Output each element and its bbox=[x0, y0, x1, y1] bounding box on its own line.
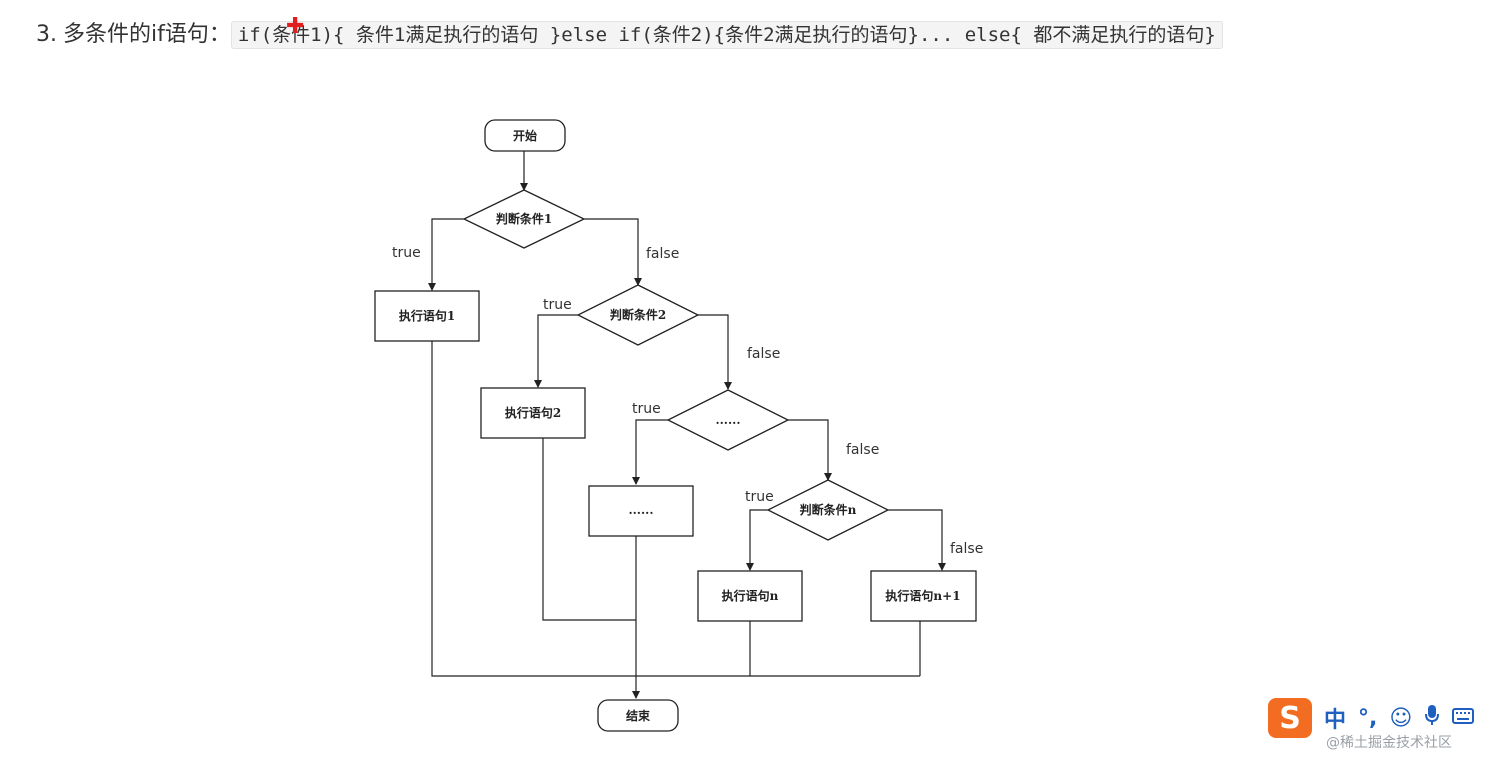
start-label: 开始 bbox=[513, 128, 537, 143]
start-node bbox=[484, 119, 566, 152]
edge-condn-true bbox=[746, 509, 768, 571]
edge-stmt1-merge bbox=[431, 341, 920, 677]
end-label: 结束 bbox=[626, 708, 651, 723]
keyboard-icon[interactable] bbox=[1452, 706, 1475, 731]
stmt2-label: 执行语句2 bbox=[505, 405, 561, 420]
ime-punct-toggle[interactable]: °, bbox=[1358, 705, 1378, 731]
stmt3-label: ...... bbox=[628, 503, 653, 517]
heading-number: 3. bbox=[36, 22, 57, 47]
cond3-node bbox=[666, 389, 790, 451]
edge-cond2-true bbox=[534, 314, 578, 388]
heading-text: 多条件的if语句： bbox=[63, 22, 231, 47]
ime-mode-toggle[interactable]: 中 bbox=[1324, 708, 1347, 733]
condn-false-label: false bbox=[950, 541, 983, 557]
ime-toolbar: S 中 °, ☺ bbox=[1268, 696, 1494, 740]
edge-condn-false bbox=[888, 509, 946, 571]
condn-true-label: true bbox=[745, 489, 774, 505]
cond2-node bbox=[576, 284, 700, 346]
smiley-icon[interactable]: ☺ bbox=[1389, 705, 1413, 731]
edge-cond2-false bbox=[698, 314, 732, 390]
edge-cond1-true bbox=[428, 218, 464, 291]
stmtn-label: 执行语句n bbox=[722, 588, 779, 603]
cond1-node bbox=[462, 189, 586, 249]
section-heading: 3.多条件的if语句：if(条件1){ 条件1满足执行的语句 }else if(… bbox=[36, 14, 1356, 56]
edge-cond3-false bbox=[788, 419, 832, 481]
cond3-false-label: false bbox=[846, 442, 879, 458]
edge-cond1-false bbox=[584, 218, 642, 286]
sogou-logo-icon[interactable]: S bbox=[1268, 698, 1312, 738]
cond1-true-label: true bbox=[392, 245, 421, 261]
cond2-label: 判断条件2 bbox=[610, 307, 666, 322]
stmtn1-node bbox=[870, 570, 977, 622]
cond2-true-label: true bbox=[543, 297, 572, 313]
stmt1-label: 执行语句1 bbox=[399, 308, 455, 323]
condn-node bbox=[766, 479, 890, 541]
condn-label: 判断条件n bbox=[800, 502, 857, 517]
cond3-true-label: true bbox=[632, 401, 661, 417]
microphone-icon[interactable] bbox=[1424, 704, 1440, 732]
cursor-marker-icon: ✚ bbox=[286, 14, 305, 39]
stmt1-node bbox=[374, 290, 480, 342]
cond1-label: 判断条件1 bbox=[496, 211, 552, 226]
cond3-label: ...... bbox=[715, 413, 740, 427]
stmt3-node bbox=[588, 485, 694, 537]
edge-cond3-true bbox=[632, 419, 668, 485]
cond2-false-label: false bbox=[747, 346, 780, 362]
inline-code: if(条件1){ 条件1满足执行的语句 }else if(条件2){条件2满足执… bbox=[230, 21, 1223, 49]
watermark: @稀土掘金技术社区 bbox=[1326, 735, 1452, 751]
stmtn1-label: 执行语句n+1 bbox=[885, 588, 960, 603]
edge-stmt2-merge bbox=[542, 438, 636, 621]
cond1-false-label: false bbox=[646, 246, 679, 262]
stmt2-node bbox=[480, 387, 586, 439]
stmtn-node bbox=[697, 570, 803, 622]
end-node bbox=[597, 699, 679, 732]
